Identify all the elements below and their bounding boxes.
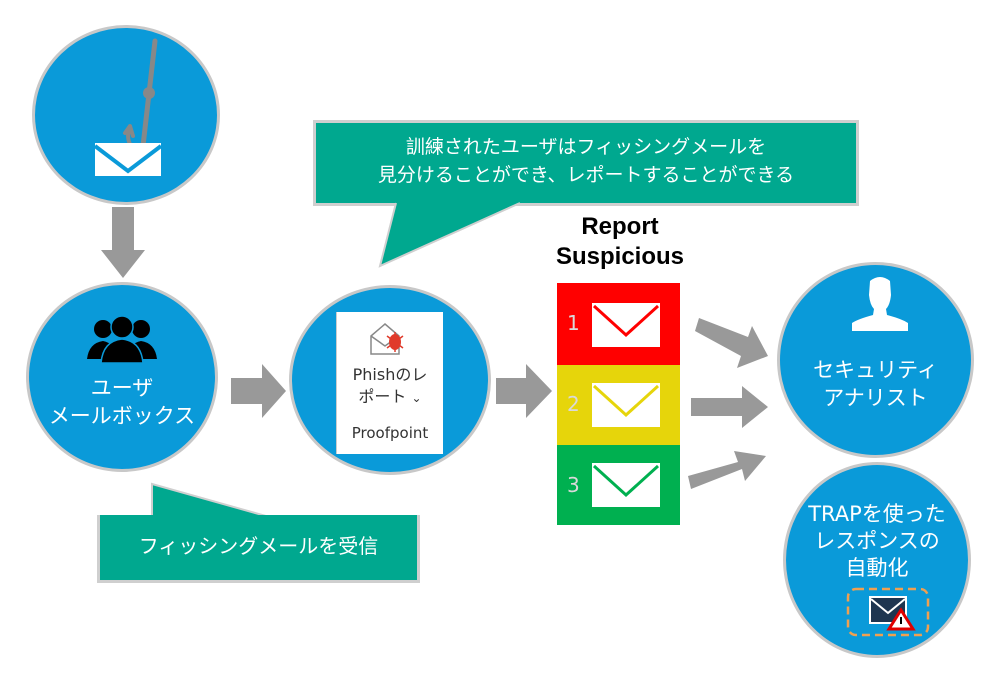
arrow-right-1	[231, 364, 286, 418]
report-level-2-number: 2	[567, 392, 580, 416]
trained-user-callout: 訓練されたユーザはフィッシングメールを 見分けることができ、レポートすることがで…	[313, 120, 859, 206]
security-analyst-node: セキュリティ アナリスト	[777, 262, 974, 458]
report-level-3-number: 3	[567, 473, 580, 497]
receive-phishing-callout-text: フィッシングメールを受信	[138, 534, 379, 558]
report-level-1-number: 1	[567, 311, 580, 335]
report-suspicious-line1: Report	[581, 213, 659, 240]
user-mailbox-label-line2: メールボックス	[48, 404, 196, 428]
report-level-1[interactable]: 1	[557, 283, 680, 365]
envelope-bug-icon	[370, 323, 404, 355]
proofpoint-label: Proofpoint	[351, 424, 429, 442]
users-group-icon	[87, 315, 157, 364]
report-level-3[interactable]: 3	[557, 445, 680, 525]
trained-user-callout-tail	[378, 202, 521, 268]
report-level-2[interactable]: 2	[557, 365, 680, 445]
trap-label-line2: レスポンスの	[814, 529, 940, 553]
trained-user-callout-line1: 訓練されたユーザはフィッシングメールを	[405, 136, 767, 158]
phish-report-label-line2: ポート	[358, 387, 407, 406]
arrow-to-analyst-1	[695, 318, 768, 368]
phish-report-label-line1: Phishのレ	[352, 365, 428, 384]
arrow-to-analyst-2	[691, 386, 768, 428]
trap-label-line1: TRAPを使った	[808, 502, 946, 526]
trained-user-callout-line2: 見分けることができ、レポートすることができる	[377, 164, 795, 186]
report-suspicious-heading: Report Suspicious	[540, 212, 700, 272]
arrow-right-2	[496, 364, 552, 418]
arrow-to-analyst-3	[688, 451, 766, 489]
fishhook-envelope-icon	[93, 38, 163, 176]
phish-report-button[interactable]: Phishのレ ポート ⌄ Proofpoint	[336, 312, 443, 454]
envelope-icon	[592, 463, 660, 507]
chevron-down-icon[interactable]: ⌄	[411, 391, 422, 405]
report-button-node: Phishのレ ポート ⌄ Proofpoint	[289, 285, 491, 475]
phishing-mail-node	[32, 25, 220, 205]
envelope-warning-icon	[846, 587, 930, 637]
arrow-down	[101, 207, 145, 278]
receive-phishing-callout: フィッシングメールを受信	[97, 515, 420, 583]
envelope-icon	[592, 303, 660, 347]
security-analyst-label-line2: アナリスト	[823, 386, 928, 410]
security-analyst-label-line1: セキュリティ	[813, 358, 938, 382]
trap-automation-node: TRAPを使った レスポンスの 自動化	[783, 462, 971, 658]
trap-label-line3: 自動化	[845, 556, 909, 580]
receive-phishing-callout-tail	[151, 482, 281, 520]
report-suspicious-line2: Suspicious	[555, 243, 685, 270]
envelope-icon	[592, 383, 660, 427]
user-mailbox-label-line1: ユーザ	[90, 376, 154, 400]
user-mailbox-node: ユーザ メールボックス	[26, 282, 218, 472]
person-icon	[852, 277, 908, 331]
